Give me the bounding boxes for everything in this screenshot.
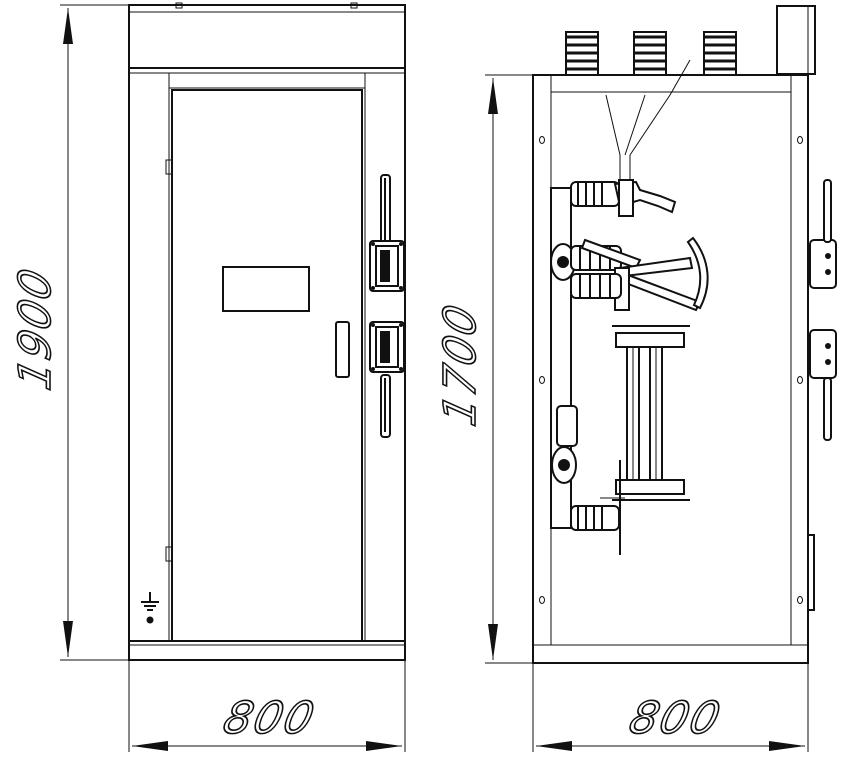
side-view — [532, 5, 837, 664]
switch-blade-assembly — [550, 236, 709, 312]
side-height-label: 1700 — [435, 298, 486, 431]
side-height-dimension — [485, 74, 533, 664]
side-width-label: 800 — [624, 693, 727, 744]
junction-box — [776, 5, 816, 75]
fuse-assembly — [612, 325, 690, 501]
front-height-label: 1900 — [10, 262, 61, 395]
front-width-label: 800 — [218, 693, 321, 744]
door-window — [222, 266, 310, 312]
side-width-dimension — [532, 663, 809, 752]
door-handle — [335, 321, 350, 378]
front-cabinet-outline — [128, 4, 406, 661]
side-mechanism — [807, 179, 837, 611]
side-mounting-holes — [539, 136, 803, 604]
front-width-dimension — [128, 660, 406, 752]
front-height-dimension — [60, 4, 129, 661]
front-top-header — [128, 4, 406, 69]
top-bushings — [565, 31, 737, 76]
side-cabinet-outline — [532, 74, 809, 664]
lower-disconnector — [551, 405, 625, 555]
bus-wires — [605, 59, 691, 180]
ground-icon — [141, 592, 159, 624]
upper-disconnector — [570, 179, 677, 217]
front-view — [128, 2, 406, 661]
front-mechanism — [369, 174, 405, 438]
lower-hinge — [165, 546, 173, 562]
front-door — [171, 89, 363, 642]
upper-hinge — [165, 159, 173, 175]
front-base — [128, 640, 406, 661]
